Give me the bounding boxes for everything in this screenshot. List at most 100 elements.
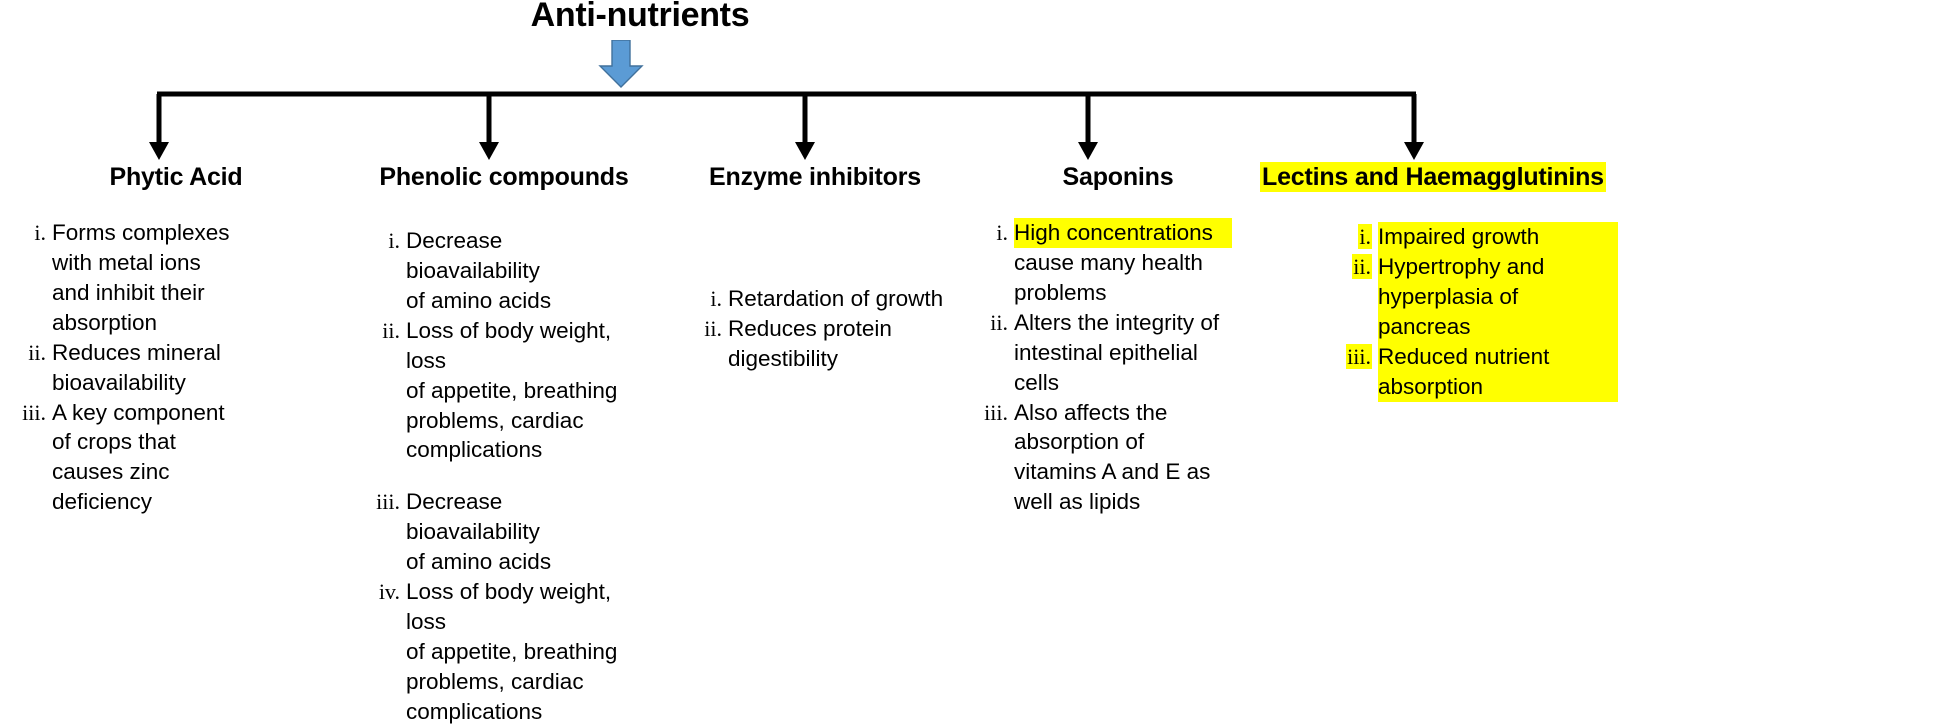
list-item: iii. Reduced nutrient absorption [1336,341,1646,402]
list-item-text: Decrease bioavailability of amino acids [406,226,636,316]
list-item-line-highlighted: Impaired growth [1378,222,1618,252]
list-item-text: Forms complexes with metal ions and inhi… [52,218,282,338]
item-list-phenolic-compounds: i. Decrease bioavailability of amino aci… [340,226,660,727]
list-item-number: iv. [378,579,400,605]
list-item-line-highlighted: Hypertrophy and [1378,251,1618,282]
list-item-number: ii. [382,317,400,343]
list-item-line: bioavailability [52,369,186,395]
list-item-line: cause many health [1014,249,1203,275]
list-item-number: iii. [376,489,400,515]
list-item-line: causes zinc [52,459,170,485]
list-item-line: Loss of body weight, loss [406,579,612,635]
list-item-line: intestinal epithelial [1014,339,1198,365]
list-item: i. High concentrations cause many health… [966,218,1260,308]
column-heading-lectins-haemagglutinins: Lectins and Haemagglutinins [1260,162,1606,192]
list-item-text: Loss of body weight, loss of appetite, b… [406,577,636,727]
list-item-line-highlighted: pancreas [1378,311,1618,342]
column-heading-wrap: Saponins [960,162,1260,192]
column-heading-phenolic-compounds: Phenolic compounds [379,163,629,191]
list-item-number: ii. [704,315,722,341]
list-item-line: and inhibit their [52,279,205,305]
list-item-text: Reduces mineral bioavailability [52,338,282,398]
list-item-line: problems [1014,279,1107,305]
list-item-text: Retardation of growth [728,284,948,314]
list-item-line: Loss of body weight, loss [406,317,612,373]
item-list-saponins: i. High concentrations cause many health… [960,218,1260,517]
list-item-line: of amino acids [406,549,552,575]
column-phytic-acid: Phytic Acid i. Forms complexes with meta… [0,162,340,517]
list-item-text: Also affects the absorption of vitamins … [1014,398,1232,518]
column-heading-wrap: Lectins and Haemagglutinins [1260,162,1646,192]
list-item-line: Decrease bioavailability [406,228,540,283]
list-item-line: problems, cardiac [406,407,584,433]
list-item-line: Decrease bioavailability [406,489,540,545]
list-item-text: Reduces protein digestibility [728,314,948,374]
column-saponins: Saponins i. High concentrations cause ma… [960,162,1260,517]
list-item-line-highlighted: hyperplasia of [1378,281,1618,312]
list-item-line: of appetite, breathing [406,638,618,664]
list-item: ii. Reduces mineral bioavailability [6,338,340,398]
column-heading-saponins: Saponins [1062,163,1174,191]
list-item: i. Retardation of growth [684,284,960,314]
list-item-line: Reduces protein [728,315,892,341]
list-item-number-text: ii. [1352,253,1372,279]
list-item-line: of amino acids [406,287,552,313]
item-list-phytic-acid: i. Forms complexes with metal ions and i… [0,218,340,517]
list-item-line: deficiency [52,489,153,515]
list-item-number: i. [996,220,1008,245]
list-item: i. Impaired growth [1336,222,1646,252]
column-enzyme-inhibitors: Enzyme inhibitors i. Retardation of grow… [660,162,960,374]
list-item-line: absorption [52,309,158,335]
down-arrow-icon [598,39,644,88]
list-item-text: Impaired growth [1378,222,1618,252]
list-item-line: well as lipids [1014,489,1141,515]
list-item-line-highlighted: High concentrations [1014,218,1232,248]
list-item-number-text: iii. [1346,343,1372,369]
list-item-line: Retardation of growth [728,286,944,311]
tree-connector-lines [149,91,1424,160]
column-phenolic-compounds: Phenolic compounds i. Decrease bioavaila… [340,162,660,727]
list-item-text: Alters the integrity of intestinal epith… [1014,308,1232,398]
list-item-number: ii. [1336,252,1378,282]
list-item-line: A key component [52,399,225,425]
list-item-line: Alters the integrity of [1014,309,1220,335]
list-item-line-highlighted: Reduced nutrient [1378,341,1618,372]
list-item-number: i. [34,220,46,245]
list-item-text: Hypertrophy and hyperplasia of pancreas [1378,251,1618,342]
list-item-text: Decrease bioavailability of amino acids [406,487,636,577]
list-item-number-text: i. [1358,224,1372,249]
item-list-lectins-haemagglutinins: i. Impaired growth ii. Hypertrophy and h… [1260,222,1646,402]
list-spacer [358,465,660,487]
column-heading-wrap: Phytic Acid [0,162,340,192]
list-item-text: Loss of body weight, loss of appetite, b… [406,316,636,466]
list-item-text: High concentrations cause many health pr… [1014,218,1232,308]
list-item-number: iii. [22,399,46,425]
column-heading-wrap: Phenolic compounds [340,162,660,192]
list-item: iii. Also affects the absorption of vita… [966,398,1260,518]
list-item-line: problems, cardiac [406,668,584,694]
list-item: i. Decrease bioavailability of amino aci… [358,226,660,316]
category-columns: Phytic Acid i. Forms complexes with meta… [0,162,1946,727]
down-arrow-icon [598,39,644,88]
list-item-line: of crops that [52,429,176,455]
list-item-line: Reduces mineral [52,339,221,365]
list-item-number: i. [710,286,722,311]
list-item-line-highlighted: absorption [1378,371,1618,402]
list-item-line: vitamins A and E as [1014,459,1211,485]
list-item: ii. Hypertrophy and hyperplasia of pancr… [1336,251,1646,342]
list-item: ii. Reduces protein digestibility [684,314,960,374]
column-lectins-haemagglutinins: Lectins and Haemagglutinins i. Impaired … [1260,162,1646,402]
list-item-line: of appetite, breathing [406,377,618,403]
column-heading-enzyme-inhibitors: Enzyme inhibitors [709,163,921,191]
list-item-number: iii. [1336,342,1378,372]
list-item-text: A key component of crops that causes zin… [52,398,282,518]
column-heading-wrap: Enzyme inhibitors [660,162,960,192]
list-item: i. Forms complexes with metal ions and i… [6,218,340,338]
page-title: Anti-nutrients [530,0,750,34]
list-item-line: absorption of [1014,429,1145,455]
list-item: iii. Decrease bioavailability of amino a… [358,487,660,577]
list-item-line: Forms complexes [52,220,230,245]
list-item-line: with metal ions [52,249,201,275]
list-item: iii. A key component of crops that cause… [6,398,340,518]
list-item-number: i. [1336,222,1378,252]
